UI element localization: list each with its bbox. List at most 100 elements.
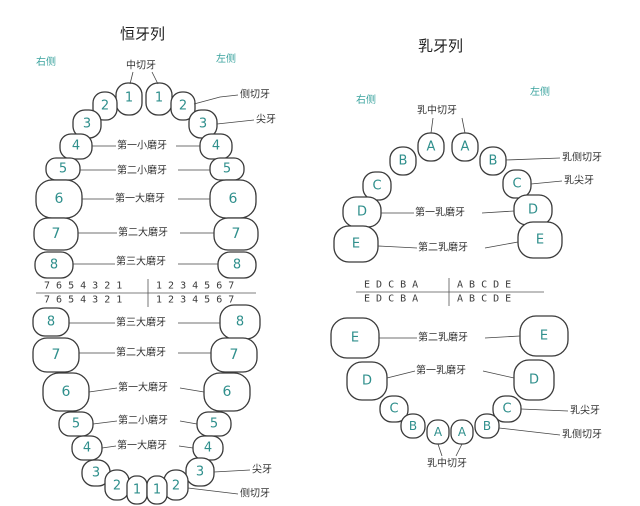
tooth-upper-left-2: 2 (170, 91, 196, 121)
tooth-lower-right-B: B (400, 413, 426, 439)
svg-text:6: 6 (62, 384, 71, 400)
svg-text:A: A (427, 140, 436, 155)
tooth-lower-right-6: 6 (42, 372, 90, 412)
label-canine: 尖牙 (256, 113, 276, 126)
svg-text:5: 5 (210, 417, 218, 432)
svg-text:2: 2 (113, 479, 121, 494)
tooth-lower-left-A: A (450, 419, 474, 445)
svg-text:C: C (372, 179, 381, 194)
tooth-lower-right-5: 5 (58, 411, 94, 437)
tooth-lower-right-7: 7 (32, 337, 80, 373)
svg-text:D: D (362, 374, 372, 389)
primary-letter-grid: E D C B A A B C D E E D C B A A B C D E (356, 278, 544, 306)
primary-title: 乳牙列 (418, 37, 463, 55)
tooth-lower-right-C: C (379, 395, 409, 423)
tooth-upper-left-D: D (513, 194, 553, 226)
svg-text:1 2 3 4 5 6 7: 1 2 3 4 5 6 7 (156, 295, 234, 306)
upper-primary-arch: A A B B C C D D E E (333, 132, 563, 263)
label-lower-primary-second-molar: 第二乳磨牙 (418, 331, 468, 344)
svg-text:E: E (352, 237, 360, 252)
svg-text:D: D (529, 373, 539, 388)
tooth-lower-left-7: 7 (210, 337, 258, 373)
svg-text:B: B (409, 419, 417, 433)
label-lower-canine: 尖牙 (252, 463, 272, 476)
lower-primary-arch: E E D D C C B B A A (330, 315, 569, 445)
svg-text:E: E (536, 233, 544, 248)
svg-text:5: 5 (59, 162, 67, 177)
svg-text:E D C B A: E D C B A (364, 280, 418, 291)
svg-text:1: 1 (125, 91, 133, 106)
svg-text:8: 8 (236, 315, 244, 330)
tooth-upper-right-C: C (362, 171, 392, 201)
tooth-upper-right-2: 2 (92, 91, 118, 121)
tooth-upper-right-5: 5 (45, 157, 81, 181)
tooth-upper-left-6: 6 (209, 179, 257, 219)
tooth-lower-right-4: 4 (71, 435, 103, 461)
label-primary-second-molar: 第二乳磨牙 (418, 241, 468, 254)
permanent-left-side-label: 左侧 (216, 52, 236, 65)
svg-text:B: B (489, 154, 498, 169)
svg-text:D: D (357, 205, 367, 220)
tooth-lower-right-1: 1 (126, 475, 148, 505)
tooth-lower-left-2: 2 (163, 469, 189, 501)
tooth-upper-right-8: 8 (34, 251, 74, 279)
svg-text:C: C (512, 177, 521, 192)
svg-text:4: 4 (212, 139, 220, 154)
upper-permanent-arch: 1 1 2 2 3 3 4 4 5 5 6 6 7 7 8 8 (33, 82, 259, 279)
svg-text:4: 4 (83, 441, 91, 456)
tooth-upper-right-B: B (389, 146, 417, 176)
label-second-premolar: 第二小磨牙 (117, 164, 167, 177)
primary-dentition: 乳牙列 右侧 左侧 A A B B C C D D E E 乳中切牙 乳侧切牙 … (330, 37, 602, 470)
tooth-upper-right-1: 1 (115, 82, 143, 116)
svg-text:7: 7 (52, 347, 61, 363)
svg-text:8: 8 (233, 258, 241, 273)
svg-text:6: 6 (55, 191, 64, 207)
label-third-molar: 第三大磨牙 (116, 255, 166, 268)
label-primary-first-molar: 第一乳磨牙 (415, 206, 465, 219)
svg-text:C: C (502, 402, 511, 417)
svg-text:8: 8 (50, 258, 58, 273)
svg-text:3: 3 (199, 117, 207, 132)
svg-text:1: 1 (133, 483, 141, 498)
svg-text:2: 2 (179, 99, 187, 114)
permanent-number-grid: 7 6 5 4 3 2 1 1 2 3 4 5 6 7 7 6 5 4 3 2 … (36, 279, 256, 307)
permanent-dentition: 恒牙列 右侧 左侧 1 1 2 2 3 3 4 4 5 5 6 6 7 7 (32, 25, 276, 505)
svg-text:B: B (399, 154, 408, 169)
tooth-upper-left-E: E (517, 221, 563, 259)
svg-text:7: 7 (232, 226, 241, 242)
tooth-lower-left-E: E (519, 315, 569, 357)
svg-text:3: 3 (92, 466, 100, 481)
svg-text:A B C D E: A B C D E (457, 280, 511, 291)
svg-text:B: B (483, 419, 491, 433)
tooth-upper-right-4: 4 (59, 133, 93, 160)
tooth-upper-right-E: E (333, 225, 379, 263)
svg-text:5: 5 (223, 162, 231, 177)
tooth-upper-right-A: A (417, 132, 445, 162)
svg-text:D: D (528, 203, 538, 218)
tooth-upper-right-6: 6 (35, 179, 83, 219)
label-lower-primary-lateral-incisor: 乳侧切牙 (562, 428, 602, 441)
svg-text:1: 1 (153, 483, 161, 498)
tooth-lower-right-2: 2 (104, 469, 130, 501)
label-central-incisor: 中切牙 (126, 59, 156, 72)
label-lower-lateral-incisor: 侧切牙 (240, 487, 270, 500)
svg-text:A: A (458, 425, 467, 439)
svg-text:2: 2 (172, 479, 180, 494)
tooth-lower-right-8: 8 (32, 307, 70, 337)
svg-text:5: 5 (72, 417, 80, 432)
tooth-lower-left-3: 3 (185, 457, 215, 487)
label-lower-second-premolar: 第二小磨牙 (118, 414, 168, 427)
svg-text:A: A (434, 425, 443, 439)
svg-text:7 6 5 4 3 2 1: 7 6 5 4 3 2 1 (44, 281, 122, 292)
svg-text:2: 2 (101, 99, 109, 114)
svg-text:8: 8 (47, 315, 55, 330)
label-second-molar: 第二大磨牙 (118, 226, 168, 239)
svg-text:7: 7 (52, 226, 61, 242)
svg-text:3: 3 (83, 117, 91, 132)
svg-text:A B C D E: A B C D E (457, 294, 511, 305)
svg-text:3: 3 (196, 465, 204, 480)
tooth-upper-left-5: 5 (209, 157, 245, 181)
label-lower-primary-central-incisor: 乳中切牙 (427, 457, 467, 470)
svg-text:6: 6 (223, 384, 232, 400)
